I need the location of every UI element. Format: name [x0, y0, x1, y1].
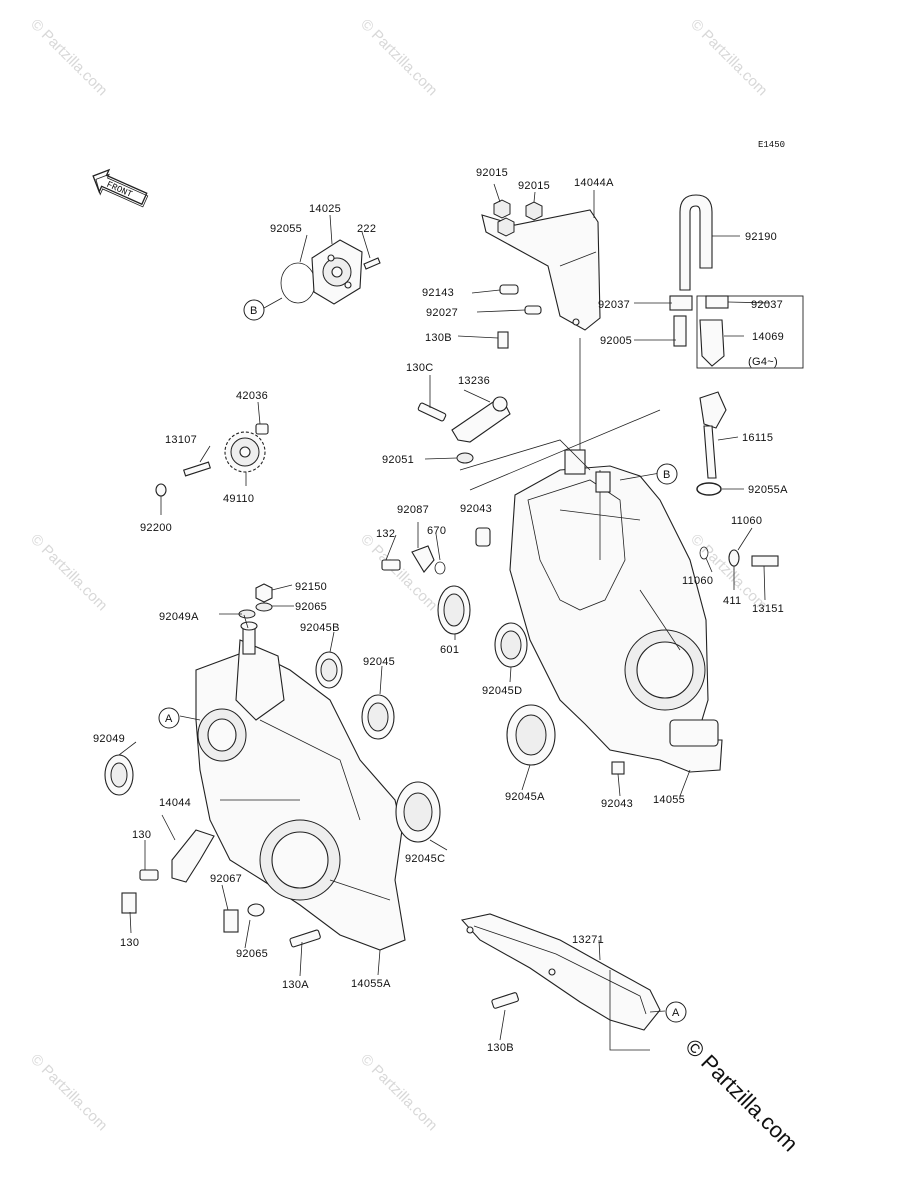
label-92037: 92037 [751, 299, 783, 311]
label-130c: 130C [406, 362, 434, 374]
dipstick [696, 391, 727, 496]
bearing-92045d [494, 622, 528, 668]
label-92049a: 92049A [159, 611, 199, 623]
gasket-13271 [460, 913, 661, 1031]
label-92045d: 92045D [482, 685, 522, 697]
label-42036: 42036 [236, 390, 268, 402]
label-16115: 16115 [742, 432, 773, 444]
callout-a: A [165, 713, 173, 725]
bearing-92045c [395, 781, 441, 843]
small-parts-right [381, 527, 779, 575]
watermark: © Partzilla.com [687, 16, 770, 99]
label-14025: 14025 [309, 203, 341, 215]
watermark: © Partzilla.com [27, 531, 110, 614]
oil-pump-cover [280, 239, 381, 305]
label-92005: 92005 [600, 335, 632, 347]
label-92067: 92067 [210, 873, 242, 885]
label-670: 670 [427, 525, 446, 537]
label-222: 222 [357, 223, 376, 235]
label-92043: 92043 [601, 798, 633, 810]
leader-lines [118, 183, 771, 1051]
label-14055: 14055 [653, 794, 685, 806]
label-132: 132 [376, 528, 395, 540]
label-411: 411 [723, 595, 741, 607]
bearing-92045b [315, 651, 343, 689]
label-14044a: 14044A [574, 177, 614, 189]
bracket-14044a [481, 199, 601, 470]
small-parts-left [121, 583, 321, 948]
diagram-code: E1450 [758, 140, 785, 150]
label-92150: 92150 [295, 581, 327, 593]
label-49110: 49110 [223, 493, 254, 505]
part-labels: 92015 92015 14044A 92190 14025 92055 222… [93, 167, 788, 1054]
label-92015: 92015 [518, 180, 550, 192]
label-14055a: 14055A [351, 978, 391, 990]
label-13107: 13107 [165, 434, 197, 446]
crankcase-14055a [195, 621, 406, 951]
gear-49110 [155, 423, 269, 497]
label-92087: 92087 [397, 504, 429, 516]
label-13151: 13151 [752, 603, 784, 615]
label-130b: 130B [487, 1042, 514, 1054]
label-92190: 92190 [745, 231, 777, 243]
label-92065: 92065 [236, 948, 268, 960]
watermark: © Partzilla.com [27, 16, 110, 99]
label-92043: 92043 [460, 503, 492, 515]
label-92045c: 92045C [405, 853, 445, 865]
label-130a: 130A [282, 979, 309, 991]
callout-b: B [663, 469, 671, 481]
label-92200: 92200 [140, 522, 172, 534]
front-arrow-icon: FRONT [92, 168, 149, 208]
bearing-92045 [361, 694, 395, 740]
label-11060: 11060 [682, 575, 713, 587]
label-601: 601 [440, 644, 459, 656]
breather-hose [669, 194, 804, 369]
label-130: 130 [132, 829, 151, 841]
label-92045: 92045 [363, 656, 395, 668]
label-92055: 92055 [270, 223, 302, 235]
bearing-92045a [506, 704, 556, 766]
label-92055a: 92055A [748, 484, 788, 496]
label-130b: 130B [425, 332, 452, 344]
watermark: © Partzilla.com [27, 1051, 110, 1134]
label-92065: 92065 [295, 601, 327, 613]
label-92045a: 92045A [505, 791, 545, 803]
oil-seal-92049 [104, 754, 134, 796]
label-92015: 92015 [476, 167, 508, 179]
reference-callouts: B B A A [158, 299, 687, 1023]
label-92049: 92049 [93, 733, 125, 745]
watermark: © Partzilla.com [357, 1051, 440, 1134]
label-92027: 92027 [426, 307, 458, 319]
label-14069: 14069 [752, 331, 784, 343]
label-92051: 92051 [382, 454, 414, 466]
label-92143: 92143 [422, 287, 454, 299]
label-g4: (G4~) [748, 356, 778, 368]
callout-a: A [672, 1007, 680, 1019]
label-13271: 13271 [572, 934, 604, 946]
watermark: © Partzilla.com [357, 531, 440, 614]
label-92037: 92037 [598, 299, 630, 311]
label-92045b: 92045B [300, 622, 340, 634]
watermark: © Partzilla.com [357, 16, 440, 99]
callout-b: B [250, 305, 258, 317]
label-13236: 13236 [458, 375, 490, 387]
shift-lever [417, 396, 511, 464]
label-14044: 14044 [159, 797, 191, 809]
crankcase-14055 [509, 449, 723, 775]
label-130: 130 [120, 937, 139, 949]
copyright-notice: © Partzilla.com [680, 1034, 803, 1157]
label-11060: 11060 [731, 515, 762, 527]
bearing-601 [437, 585, 471, 635]
